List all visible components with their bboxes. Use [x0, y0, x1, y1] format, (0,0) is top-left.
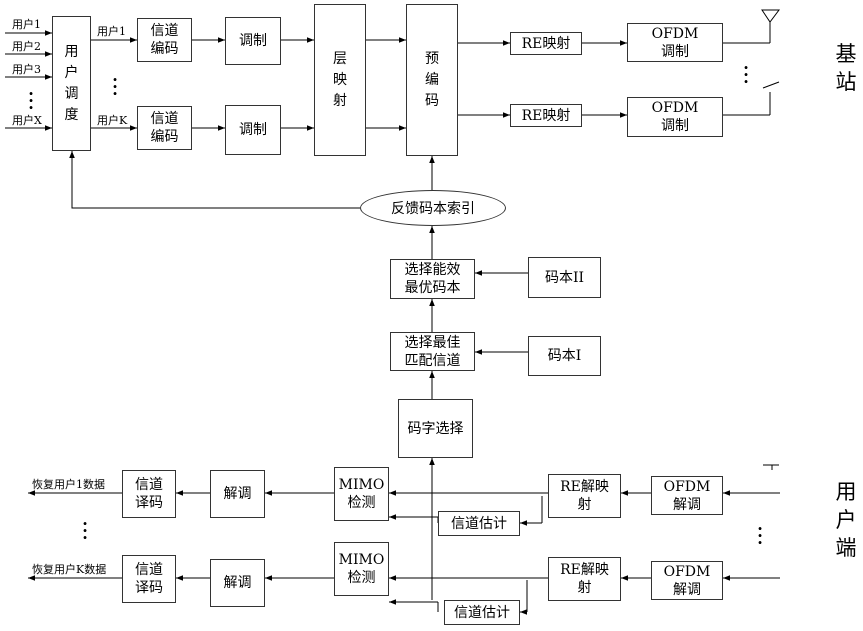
output-label-k: 恢复用户K数据 [32, 564, 106, 576]
modulation-block-k: 调制 [225, 105, 281, 155]
ofdm-modulation-block-1: OFDM 调制 [627, 23, 723, 62]
tx-antenna-ellipsis: · · · [741, 64, 751, 85]
channel-coding-block-k: 信道 编码 [137, 106, 192, 150]
channel-estimation-block-1: 信道估计 [438, 511, 520, 536]
codeword-selection-block: 码字选择 [398, 399, 473, 458]
user-input-label-1: 用户1 [12, 19, 41, 31]
stream-label-1: 用户1 [97, 26, 126, 38]
layer-mapping-block: 层 映 射 [314, 4, 366, 156]
user-input-label-2: 用户2 [12, 41, 41, 53]
re-demapping-block-k: RE解映 射 [548, 557, 621, 601]
channel-decoding-block-1: 信道 译码 [122, 470, 176, 518]
precoding-block: 预 编 码 [406, 4, 458, 156]
user-input-ellipsis: · · · [26, 90, 36, 111]
stream-label-k: 用户K [97, 115, 127, 127]
output-label-1: 恢复用户1数据 [32, 479, 105, 491]
stream-ellipsis: · · · [110, 76, 120, 97]
channel-coding-block-1: 信道 编码 [137, 18, 192, 62]
mimo-detection-block-1: MIMO 检测 [334, 467, 389, 521]
user-terminal-label: 用 户 端 [831, 478, 861, 562]
re-mapping-block-k: RE映射 [510, 104, 582, 127]
re-demapping-block-1: RE解映 射 [548, 474, 621, 518]
base-station-label: 基 站 [831, 40, 861, 96]
modulation-block-1: 调制 [225, 17, 281, 65]
codebook-2-block: 码本II [528, 257, 601, 298]
rx-antenna-ellipsis: · · · [755, 525, 765, 546]
demodulation-block-1: 解调 [210, 470, 265, 518]
ofdm-modulation-block-k: OFDM 调制 [627, 97, 723, 137]
feedback-codebook-index-node: 反馈码本索引 [360, 190, 506, 226]
user-scheduling-block: 用 户 调 度 [52, 16, 91, 151]
channel-estimation-block-k: 信道估计 [444, 600, 520, 625]
demodulation-block-k: 解调 [210, 559, 265, 607]
ofdm-demodulation-block-1: OFDM 解调 [651, 476, 723, 515]
mimo-detection-block-k: MIMO 检测 [334, 542, 389, 596]
select-best-channel-block: 选择最佳 匹配信道 [390, 332, 475, 371]
user-input-label-3: 用户3 [12, 64, 41, 76]
select-energy-efficient-codebook-block: 选择能效 最优码本 [390, 259, 475, 299]
ofdm-demodulation-block-k: OFDM 解调 [651, 561, 723, 600]
user-input-label-x: 用户X [12, 115, 42, 127]
re-mapping-block-1: RE映射 [510, 32, 582, 55]
channel-decoding-block-k: 信道 译码 [122, 555, 176, 603]
codebook-1-block: 码本I [528, 336, 601, 376]
output-ellipsis: · · · [80, 520, 90, 541]
